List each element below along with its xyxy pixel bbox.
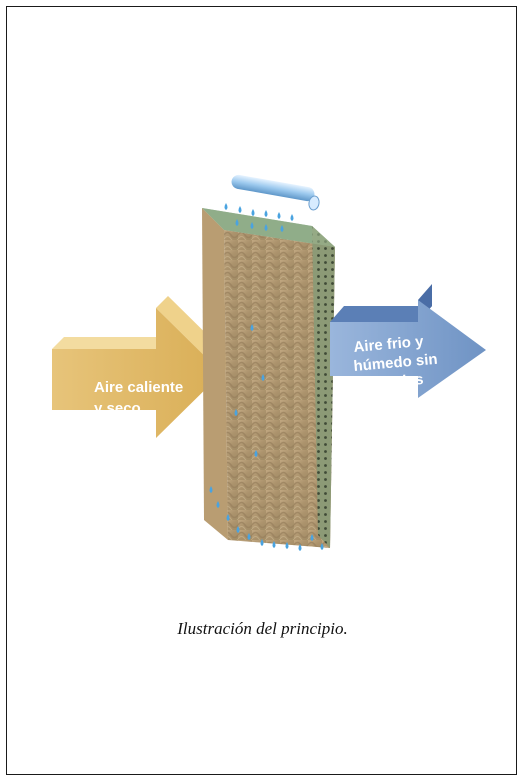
cool-air-arrow [330,284,486,398]
cool-air-label-line3: aerosoles [353,371,424,394]
warm-air-label-line2: y seco [94,400,141,417]
cool-air-label-line1: Aire frio y [353,333,425,356]
warm-air-label-line1: Aire caliente [94,379,183,396]
water-droplets [209,203,324,551]
figure-caption: Ilustración del principio. [177,619,348,638]
cooling-pad [202,208,335,548]
warm-air-arrow [52,296,234,438]
water-pipe [231,174,320,211]
